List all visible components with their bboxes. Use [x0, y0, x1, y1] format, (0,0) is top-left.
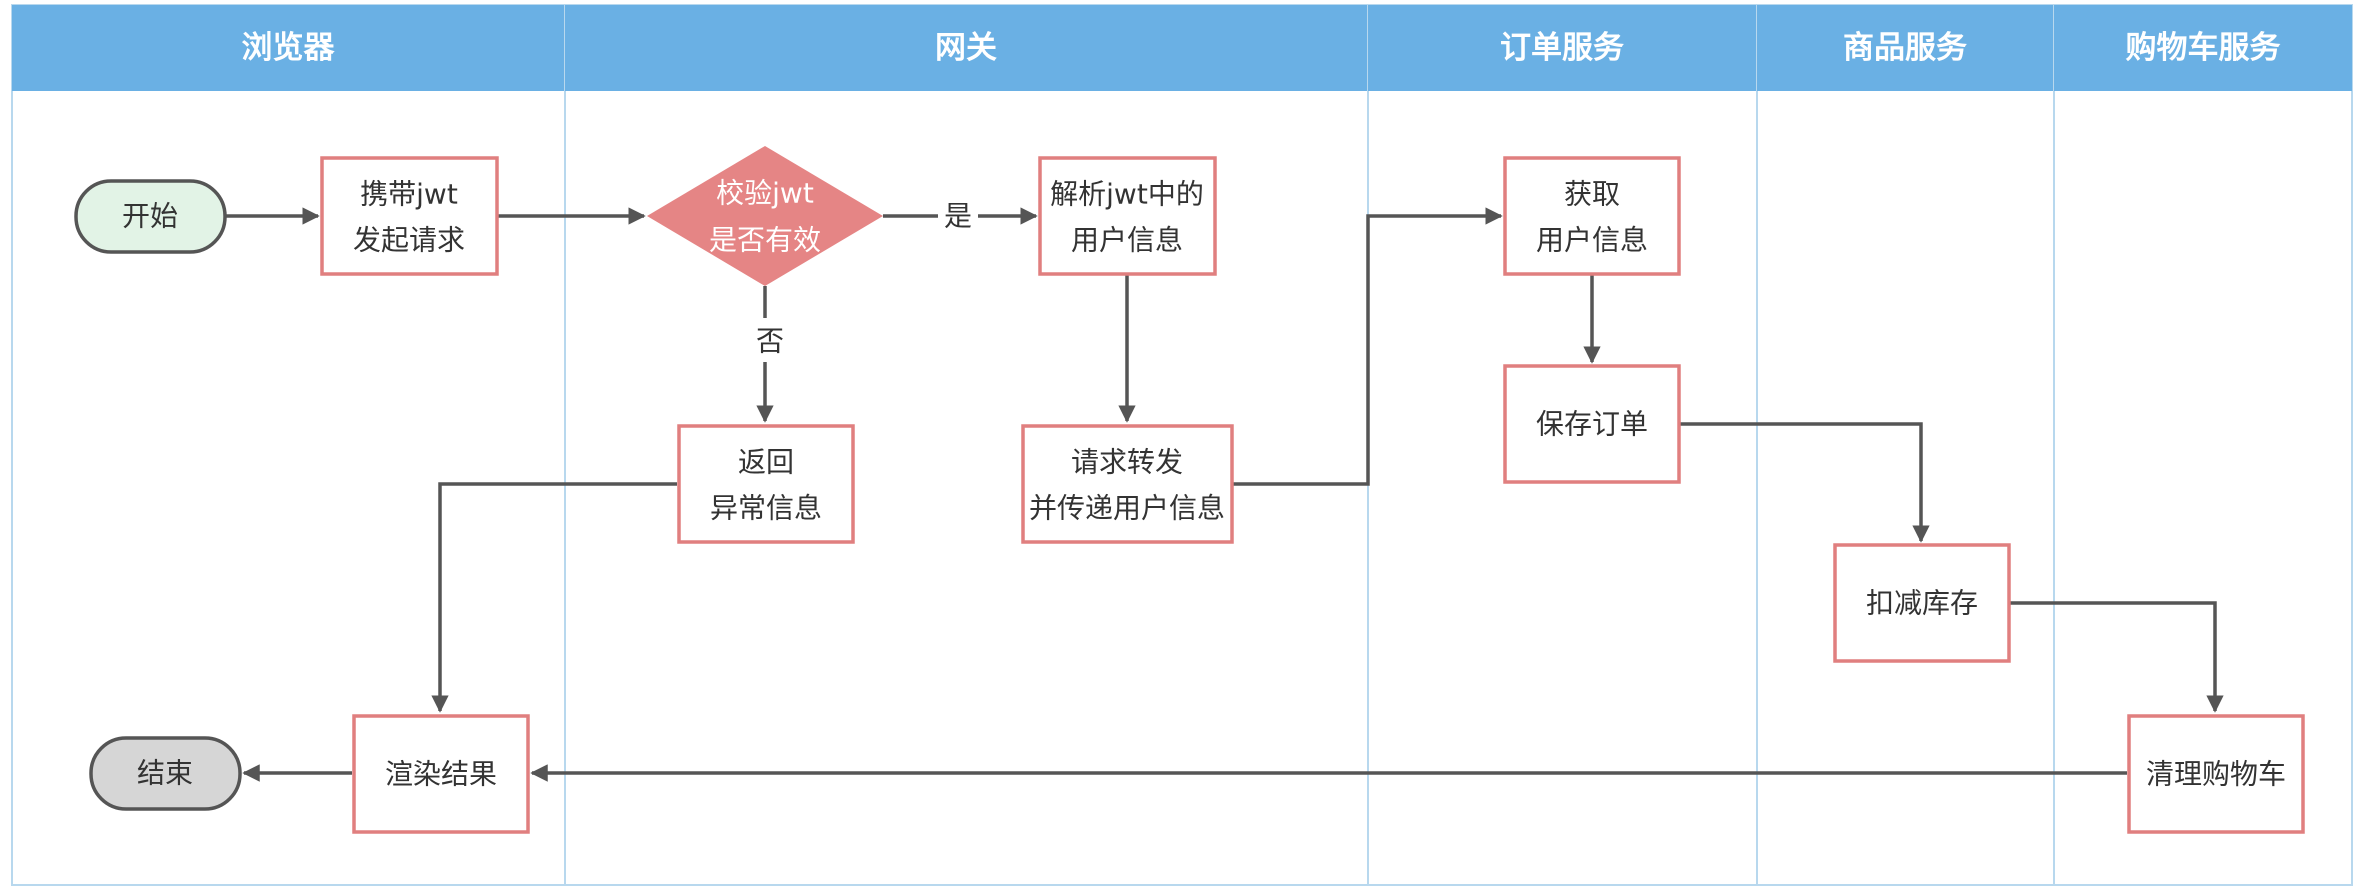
- start-label: 开始: [122, 200, 178, 233]
- edge-label-yes: 是: [944, 200, 972, 233]
- get-user-info-node: 获取 用户信息: [1503, 156, 1681, 276]
- parse-jwt-line-2: 用户信息: [1071, 224, 1183, 257]
- lane-gateway-title: 网关: [935, 30, 997, 66]
- save-order-node: 保存订单: [1503, 364, 1681, 484]
- end-node: 结束: [89, 736, 242, 811]
- deduct-stock-node: 扣减库存: [1833, 543, 2011, 663]
- edge-label-no: 否: [756, 325, 784, 358]
- lane-product-service-title: 商品服务: [1843, 30, 1967, 66]
- lane-browser-title: 浏览器: [242, 30, 336, 66]
- start-node: 开始: [74, 179, 227, 254]
- carry-jwt-node: 携带jwt 发起请求: [320, 156, 499, 276]
- forward-request-line-1: 请求转发: [1071, 446, 1183, 479]
- clear-cart-label: 清理购物车: [2146, 758, 2286, 791]
- forward-request-node: 请求转发 并传递用户信息: [1021, 424, 1234, 544]
- lane-browser-header: [12, 5, 565, 91]
- edges: [225, 207, 2224, 782]
- get-user-info-line-1: 获取: [1564, 178, 1620, 211]
- nodes: 开始 携带jwt 发起请求 校验jwt 是否有效 解析jwt中的 用户信息 返回…: [74, 146, 2305, 834]
- parse-jwt-node: 解析jwt中的 用户信息: [1038, 156, 1217, 276]
- get-user-info-line-2: 用户信息: [1536, 224, 1648, 257]
- edge-deduct-to-clear: [2008, 601, 2224, 713]
- render-result-node: 渲染结果: [352, 714, 530, 834]
- end-label: 结束: [137, 757, 193, 790]
- edge-error-to-render: [431, 482, 677, 713]
- clear-cart-node: 清理购物车: [2127, 714, 2305, 834]
- validate-jwt-decision: 校验jwt 是否有效: [647, 146, 883, 286]
- validate-jwt-line-2: 是否有效: [709, 224, 821, 257]
- lane-cart-service-title: 购物车服务: [2126, 30, 2281, 66]
- forward-request-line-2: 并传递用户信息: [1029, 492, 1225, 525]
- render-result-label: 渲染结果: [385, 758, 497, 791]
- lane-order-service-title: 订单服务: [1500, 30, 1624, 66]
- return-error-node: 返回 异常信息: [677, 424, 855, 544]
- parse-jwt-line-1: 解析jwt中的: [1050, 178, 1204, 211]
- save-order-label: 保存订单: [1536, 408, 1648, 441]
- lane-product-service: [1756, 4, 2055, 886]
- return-error-line-2: 异常信息: [710, 492, 822, 525]
- lane-cart-service-header: [2054, 5, 2352, 91]
- lane-order-service-header: [1368, 5, 1757, 91]
- edge-forward-to-get-user: [1232, 207, 1503, 486]
- validate-jwt-line-1: 校验jwt: [716, 177, 814, 210]
- deduct-stock-label: 扣减库存: [1866, 587, 1978, 620]
- lane-gateway-header: [565, 5, 1368, 91]
- lanes: 浏览器 网关 订单服务 商品服务 购物车服务: [11, 4, 2353, 886]
- edge-save-to-deduct: [1678, 422, 1930, 543]
- carry-jwt-line-2: 发起请求: [353, 224, 465, 257]
- return-error-line-1: 返回: [738, 446, 794, 479]
- carry-jwt-line-1: 携带jwt: [360, 178, 458, 211]
- lane-product-service-header: [1757, 5, 2054, 91]
